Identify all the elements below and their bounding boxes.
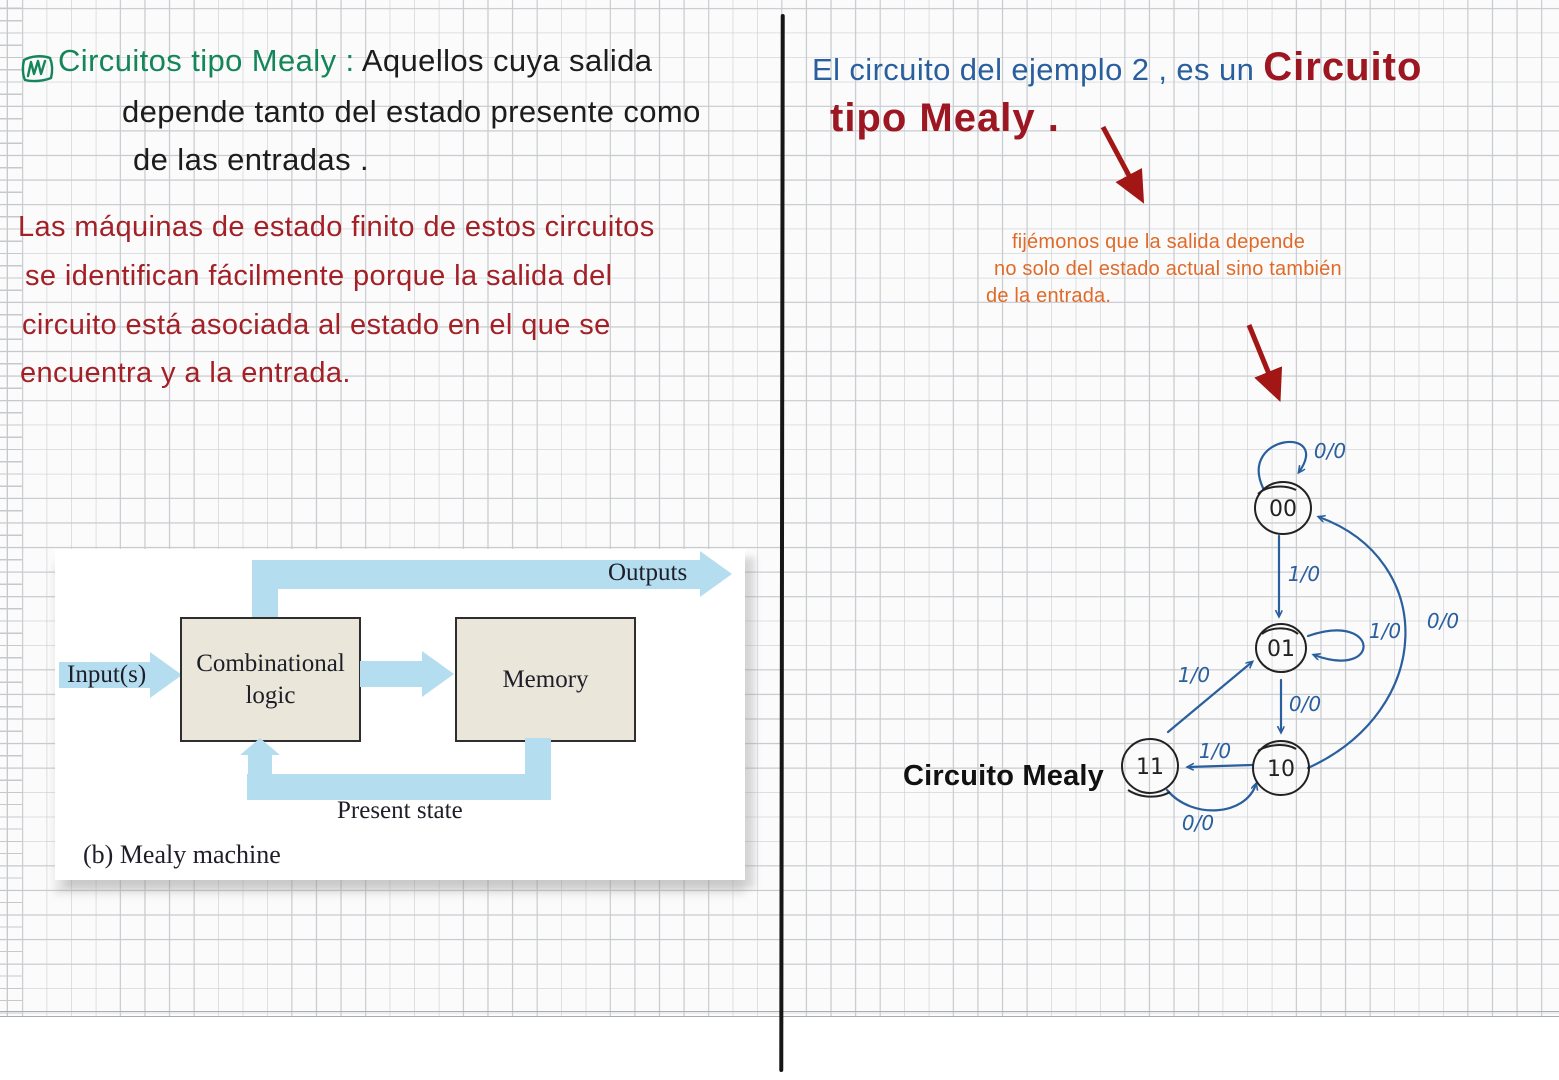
intro-red-word: Circuito bbox=[1263, 45, 1423, 89]
logic-to-memory-arrowhead bbox=[422, 651, 454, 697]
present-state-label: Present state bbox=[337, 797, 463, 824]
input-arrow-body bbox=[59, 662, 154, 688]
mealy-state-diagram: 00 01 10 11 0/0 1/0 1/0 0/0 0/0 1/0 1/0 … bbox=[1121, 439, 1459, 835]
state-10-extra-stroke bbox=[1257, 744, 1297, 752]
outputs-arrowhead bbox=[700, 551, 732, 597]
transition-label-00-01: 1/0 bbox=[1288, 562, 1320, 586]
outputs-label: Outputs bbox=[608, 559, 688, 586]
orange-note-line-1: fijémonos que la salida depende bbox=[1012, 231, 1306, 253]
outputs-arrow-body bbox=[252, 560, 700, 589]
input-arrowhead bbox=[150, 652, 182, 698]
transition-label-10-00: 0/0 bbox=[1427, 609, 1459, 633]
transition-label-01-self: 1/0 bbox=[1369, 619, 1401, 643]
combinational-logic-label-2: logic bbox=[245, 681, 296, 709]
state-11-circle bbox=[1121, 738, 1179, 794]
mealy-machine-figure: Outputs Input(s) Combinational logic Mem… bbox=[55, 549, 745, 880]
transition-label-10-11: 1/0 bbox=[1199, 739, 1231, 763]
combinational-logic-box: Combinational logic bbox=[180, 617, 361, 742]
transition-11-to-01 bbox=[1166, 662, 1252, 734]
state-00-circle bbox=[1254, 481, 1312, 535]
memory-box: Memory bbox=[455, 617, 636, 742]
state-10-label: 10 bbox=[1267, 757, 1295, 782]
transition-10-to-11 bbox=[1188, 765, 1254, 767]
orange-note-line-3: de la entrada. bbox=[986, 285, 1112, 307]
state-diagram-caption: Circuito Mealy bbox=[903, 760, 1105, 792]
paragraph-line-1: Las máquinas de estado finito de estos c… bbox=[18, 211, 655, 243]
state-10-circle bbox=[1252, 740, 1310, 796]
left-margin-ruling bbox=[0, 0, 22, 1017]
transition-label-01-10: 0/0 bbox=[1289, 692, 1321, 716]
combinational-logic-label-1: Combinational bbox=[196, 650, 345, 678]
logic-to-memory-arrow-body bbox=[360, 661, 424, 687]
state-00-label: 00 bbox=[1269, 497, 1297, 522]
transition-label-00-self: 0/0 bbox=[1314, 439, 1346, 463]
transition-11-to-10 bbox=[1165, 784, 1256, 812]
transition-label-11-01: 1/0 bbox=[1178, 663, 1210, 687]
feedback-up-segment bbox=[248, 753, 272, 781]
paragraph-line-3: circuito está asociada al estado en el q… bbox=[22, 309, 611, 341]
state-00-extra-stroke bbox=[1257, 485, 1297, 495]
feedback-arrowhead bbox=[240, 738, 280, 755]
transition-10-to-00 bbox=[1306, 517, 1407, 770]
paragraph-line-4: encuentra y a la entrada. bbox=[20, 357, 351, 389]
feedback-horizontal-segment bbox=[247, 774, 551, 800]
inputs-label: Input(s) bbox=[67, 661, 147, 688]
definition-line-3: de las entradas . bbox=[133, 142, 370, 177]
state-01-circle bbox=[1255, 623, 1307, 673]
orange-note-line-2: no solo del estado actual sino también bbox=[994, 258, 1342, 280]
definition-line-1: Circuitos tipo Mealy : Aquellos cuya sal… bbox=[58, 43, 653, 78]
left-margin-line bbox=[7, 0, 8, 1017]
memory-label: Memory bbox=[502, 665, 589, 693]
paragraph-line-2: se identifican fácilmente porque la sali… bbox=[25, 260, 613, 292]
intro-line-2: tipo Mealy . bbox=[830, 96, 1060, 140]
definition-text: Aquellos cuya salida bbox=[361, 43, 653, 78]
state-01-label: 01 bbox=[1267, 637, 1295, 662]
state-01-extra-stroke bbox=[1261, 627, 1299, 635]
state-11-extra-stroke bbox=[1127, 789, 1171, 798]
figure-caption: (b) Mealy machine bbox=[83, 840, 281, 869]
definition-line-2: depende tanto del estado presente como bbox=[122, 94, 701, 129]
intro-blue-text: El circuito del ejemplo 2 , es un bbox=[812, 52, 1255, 87]
transition-01-self bbox=[1306, 629, 1365, 662]
intro-line-1: El circuito del ejemplo 2 , es un Circui… bbox=[812, 45, 1422, 89]
definition-term: Circuitos tipo Mealy : bbox=[58, 43, 355, 78]
state-11-label: 11 bbox=[1136, 755, 1164, 780]
transition-00-self bbox=[1257, 440, 1308, 490]
transition-label-11-10: 0/0 bbox=[1182, 811, 1214, 835]
